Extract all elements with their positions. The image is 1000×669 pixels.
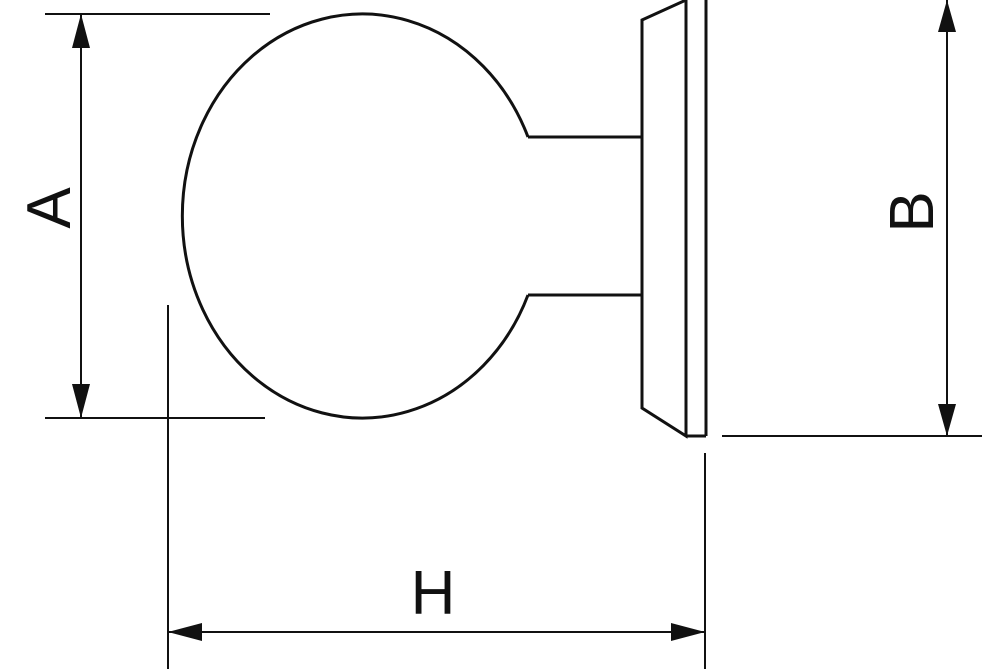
knob-ball xyxy=(180,12,530,420)
dimension-b-arrow-top xyxy=(938,0,956,32)
dimension-h-arrow-left xyxy=(168,623,202,641)
dimension-a-arrow-top xyxy=(72,14,90,48)
dimension-b-label: B xyxy=(878,191,947,232)
dimension-a-lines xyxy=(45,13,270,419)
knob-base-plate xyxy=(640,0,708,439)
dimension-b: B xyxy=(722,0,982,437)
knob-outline xyxy=(180,0,708,439)
dimension-a: A xyxy=(15,13,270,419)
knob-stem xyxy=(528,135,642,297)
dimension-a-arrow-bottom xyxy=(72,384,90,418)
dimension-h-label: H xyxy=(411,559,456,628)
dimension-a-label: A xyxy=(15,187,84,229)
dimension-b-lines xyxy=(722,0,982,437)
dimension-h-lines xyxy=(167,305,706,669)
dimension-b-arrow-bottom xyxy=(938,404,956,436)
dimension-h-arrow-right xyxy=(671,623,705,641)
dimension-h: H xyxy=(167,305,706,669)
